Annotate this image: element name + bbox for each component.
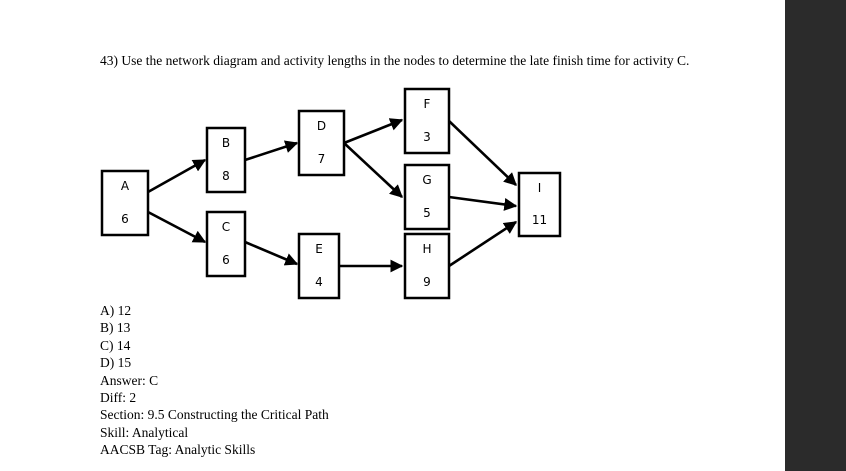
- choice-a: A) 12: [100, 303, 132, 318]
- node-duration: 8: [222, 169, 230, 183]
- node-label: F: [424, 97, 431, 111]
- node-duration: 5: [423, 206, 431, 220]
- node-g: G5: [403, 163, 451, 231]
- choice-d: D) 15: [100, 355, 132, 371]
- section-line: Section: 9.5 Constructing the Critical P…: [100, 407, 329, 423]
- answer-block: A) 12 B) 13 C) 14 D) 15 Answer: C Diff: …: [100, 302, 329, 459]
- node-duration: 11: [532, 213, 547, 227]
- edge-g-i: [448, 195, 518, 211]
- edge-h-i: [448, 220, 518, 268]
- node-duration: 4: [315, 275, 323, 289]
- node-d: D7: [297, 109, 346, 177]
- node-box: [403, 87, 451, 155]
- node-label: I: [538, 181, 542, 195]
- edge-d-g: [343, 142, 403, 198]
- node-label: E: [315, 242, 323, 256]
- aacsb-line: AACSB Tag: Analytic Skills: [100, 442, 256, 458]
- node-box: [297, 232, 341, 300]
- node-duration: 6: [222, 253, 230, 267]
- node-duration: 9: [423, 275, 431, 289]
- node-duration: 7: [318, 152, 326, 166]
- edge-a-b: [147, 158, 207, 194]
- node-duration: 3: [423, 130, 431, 144]
- right-edge-bar: [785, 0, 846, 471]
- edge-a-c: [147, 210, 207, 244]
- node-label: B: [222, 136, 230, 150]
- node-label: G: [422, 173, 431, 187]
- node-f: F3: [403, 87, 451, 155]
- node-box: [205, 210, 247, 278]
- node-box: [403, 232, 451, 300]
- node-duration: 6: [121, 212, 129, 226]
- choice-c: C) 14: [100, 337, 131, 353]
- question-text: 43) Use the network diagram and activity…: [100, 53, 700, 69]
- edge-f-i: [448, 120, 517, 186]
- answer-line: Answer: C: [100, 372, 159, 388]
- node-box: [403, 163, 451, 231]
- node-label: D: [317, 119, 326, 133]
- difficulty-line: Diff: 2: [100, 390, 137, 406]
- node-box: [205, 126, 247, 194]
- node-e: E4: [297, 232, 341, 300]
- node-box: [100, 169, 150, 237]
- node-box: [517, 171, 562, 238]
- node-i: I 11: [517, 171, 562, 238]
- choice-b: B) 13: [100, 320, 131, 336]
- node-b: B8: [205, 126, 247, 194]
- node-a: A6: [100, 169, 150, 237]
- skill-line: Skill: Analytical: [100, 424, 189, 440]
- edge-c-e: [244, 240, 299, 266]
- edge-d-f: [343, 118, 404, 145]
- question-number: 43): [100, 53, 118, 68]
- question-body: Use the network diagram and activity len…: [121, 53, 690, 68]
- node-c: C6: [205, 210, 247, 278]
- edge-b-d: [244, 140, 299, 162]
- node-label: C: [222, 220, 230, 234]
- diagram-edges: [147, 118, 518, 273]
- node-box: [297, 109, 346, 177]
- node-label: A: [121, 179, 130, 193]
- node-h: H9: [403, 232, 451, 300]
- node-label: H: [422, 242, 431, 256]
